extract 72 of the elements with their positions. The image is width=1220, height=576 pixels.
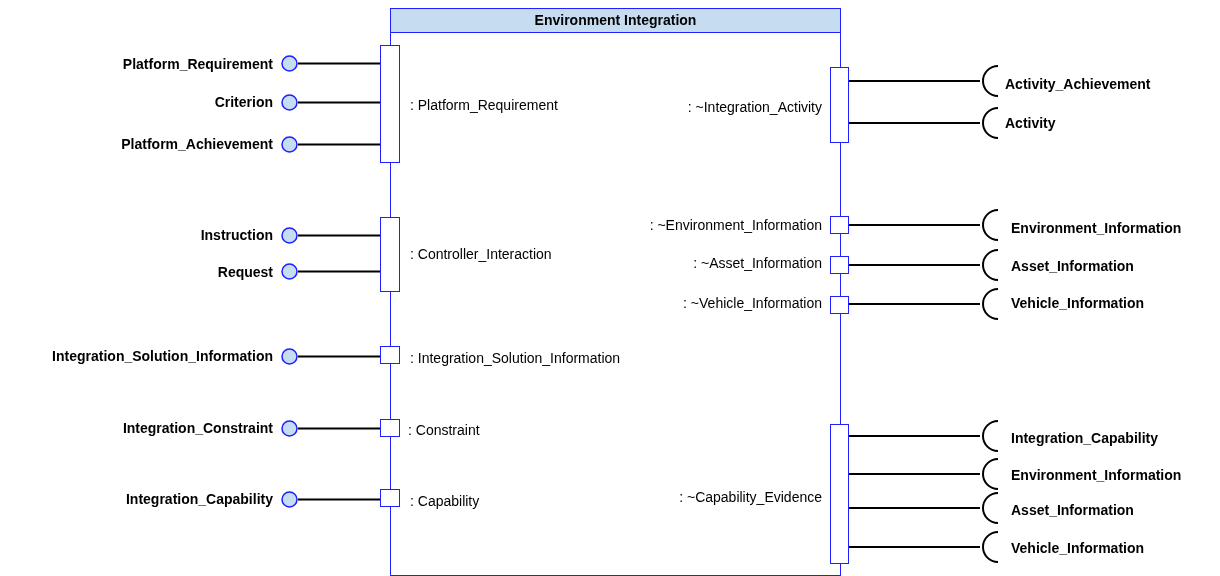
connector-line [848,122,981,124]
provided-interface-ball [281,227,298,244]
interface-label: Environment_Information [1011,467,1182,483]
port-box [379,44,400,163]
port-box [829,215,849,234]
connector-line [297,143,381,146]
provided-interface-ball [281,420,298,437]
provided-interface-ball [281,491,298,508]
port-box [379,216,400,292]
connector-line [297,270,381,273]
interface-label: Vehicle_Information [1011,540,1145,556]
required-interface-socket [980,492,998,524]
interface-label: Request [217,264,273,280]
connector-line [848,473,981,475]
required-interface-socket [980,458,998,490]
port-label: : Platform_Requirement [410,97,558,113]
interface-label: Activity_Achievement [1005,76,1151,92]
connector-line [297,234,381,237]
interface-label: Integration_Capability [1011,430,1159,446]
port-box [829,66,849,143]
interface-label: Platform_Achievement [121,136,273,152]
port-label: : Controller_Interaction [410,246,552,262]
connector-line [848,224,981,226]
provided-interface-ball [281,263,298,280]
interface-label: Asset_Information [1011,258,1134,274]
required-interface-socket [980,65,998,97]
provided-interface-ball [281,348,298,365]
port-box [379,418,400,437]
connector-line [297,62,381,65]
connector-line [848,264,981,266]
port-box [379,345,400,364]
connector-line [848,303,981,305]
port-label: : ~Capability_Evidence [679,489,822,505]
connector-line [848,507,981,509]
interface-label: Environment_Information [1011,220,1182,236]
component-title: Environment Integration [391,9,840,33]
port-label: : Integration_Solution_Information [410,350,621,366]
port-label: : Constraint [408,422,480,438]
connector-line [297,427,381,430]
port-label: : ~Vehicle_Information [683,295,822,311]
provided-interface-ball [281,94,298,111]
connector-line [297,101,381,104]
interface-label: Activity [1005,115,1056,131]
connector-line [848,435,981,437]
connector-line [848,80,981,82]
port-box [829,295,849,314]
connector-line [848,546,981,548]
required-interface-socket [980,531,998,563]
interface-label: Criterion [214,94,273,110]
port-box [379,488,400,507]
port-box [829,423,849,564]
port-label: : Capability [410,493,480,509]
interface-label: Vehicle_Information [1011,295,1145,311]
required-interface-socket [980,107,998,139]
interface-label: Integration_Solution_Information [52,348,273,364]
port-box [829,255,849,274]
connector-line [297,355,381,358]
port-label: : ~Integration_Activity [687,99,822,115]
interface-label: Asset_Information [1011,502,1134,518]
port-label: : ~Environment_Information [649,217,822,233]
provided-interface-ball [281,136,298,153]
required-interface-socket [980,249,998,281]
required-interface-socket [980,209,998,241]
interface-label: Instruction [200,227,273,243]
connector-line [297,498,381,501]
interface-label: Integration_Capability [125,491,273,507]
interface-label: Platform_Requirement [122,56,273,72]
interface-label: Integration_Constraint [122,420,273,436]
provided-interface-ball [281,55,298,72]
required-interface-socket [980,288,998,320]
port-label: : ~Asset_Information [693,255,822,271]
required-interface-socket [980,420,998,452]
